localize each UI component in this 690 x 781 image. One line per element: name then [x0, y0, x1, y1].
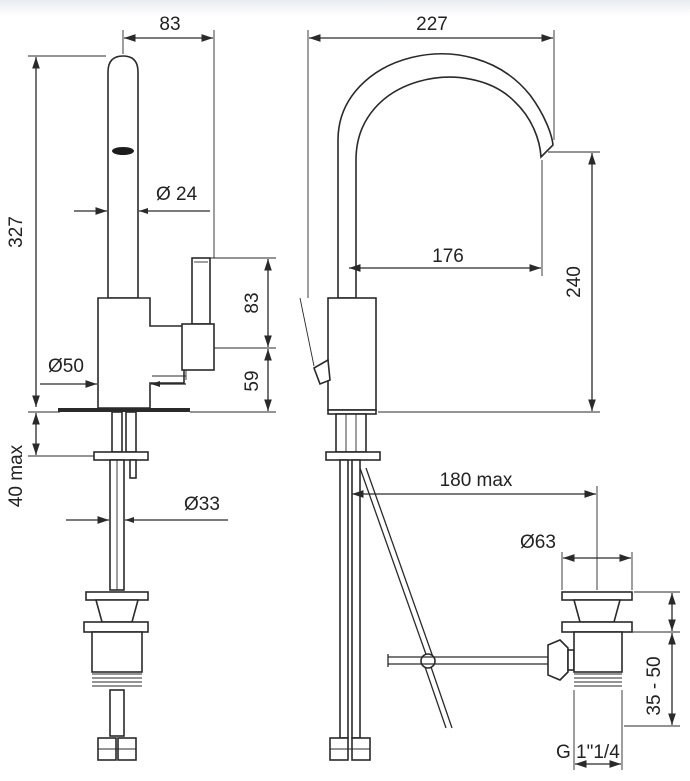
faucet-body-side: [327, 297, 377, 411]
lever-side: [313, 358, 331, 386]
dim-body-height: 59: [242, 370, 263, 391]
faucet-body-front: [97, 297, 185, 409]
waste-body-side: [573, 631, 623, 673]
dim-shank-diameter: Ø33: [184, 494, 220, 515]
dim-top-width-left: 83: [159, 14, 180, 35]
pivot-joint: [420, 653, 436, 669]
faucet-side-view: [299, 53, 633, 761]
faucet-front-view: [58, 55, 215, 761]
waste-flange-front: [85, 591, 149, 601]
dim-spout-height: 240: [564, 266, 585, 298]
mounting-nut-side: [325, 451, 381, 461]
dim-waste-diameter: Ø63: [520, 532, 556, 553]
pivot-nut: [547, 639, 569, 681]
mounting-nut: [93, 451, 149, 461]
front-view-dimensions: 83 Ø 24 327 83 59 Ø50 40 max Ø33: [6, 14, 276, 524]
dim-reach-total: 227: [416, 14, 448, 35]
dim-pullrod-reach: 180 max: [440, 470, 513, 491]
waste-flange-side: [561, 591, 633, 601]
dim-base-diameter: Ø50: [48, 356, 84, 377]
lever-handle: [191, 257, 211, 325]
dim-spout-diameter: Ø 24: [156, 184, 198, 205]
dim-total-height: 327: [6, 216, 27, 248]
side-view-dimensions: 227 176 240 180 max Ø63 35 - 50 G 1"1/4: [307, 14, 680, 770]
pull-rod: [359, 467, 429, 661]
dim-lever-height: 83: [242, 292, 263, 313]
aerator-outlet: [112, 147, 134, 155]
lever-hub: [181, 323, 215, 371]
deck-plate: [58, 408, 190, 412]
dim-waste-range: 35 - 50: [644, 656, 665, 715]
spout-tube-front: [107, 55, 139, 299]
shank-upper: [111, 411, 123, 453]
dim-deck-thickness: 40 max: [6, 444, 27, 507]
dim-waste-thread: G 1"1/4: [556, 742, 620, 763]
waste-body-front: [91, 631, 143, 673]
hose-right: [351, 459, 361, 739]
hose-left: [339, 459, 349, 739]
dim-reach-spout: 176: [432, 246, 464, 267]
